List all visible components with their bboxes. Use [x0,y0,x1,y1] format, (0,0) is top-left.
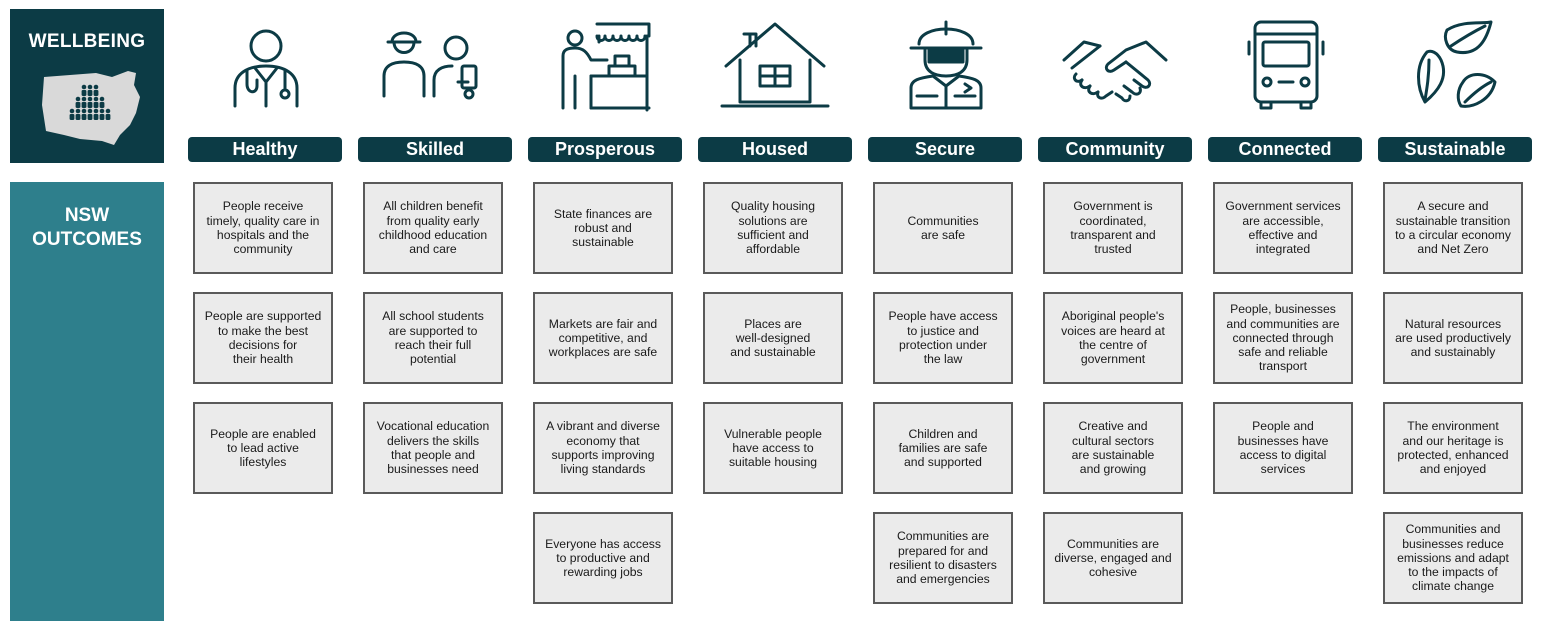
category-label-housed: Housed [698,137,852,162]
outcome-box: Government services are accessible, effe… [1213,182,1353,274]
category-label-healthy: Healthy [188,137,342,162]
outcome-text: Quality housing solutions are sufficient… [730,199,815,257]
outcome-text: All school students are supported to rea… [382,309,484,367]
column-sustainable: Sustainable A secure and sustainable tran… [1378,0,1534,627]
wellbeing-title: WELLBEING [28,31,146,52]
outcome-text: People, businesses and communities are c… [1226,302,1340,374]
outcome-box: Places are well-designed and sustainable [703,292,843,384]
outcome-text: Creative and cultural sectors are sustai… [1071,419,1155,477]
shop-icon [557,16,653,112]
outcome-text: The environment and our heritage is prot… [1397,419,1509,477]
nsw-outcomes-title: NSW OUTCOMES [32,205,142,250]
outcome-box: A vibrant and diverse economy that suppo… [533,402,673,494]
outcome-box: All children benefit from quality early … [363,182,503,274]
handshake-icon [1060,16,1170,112]
outcome-box: Government is coordinated, transparent a… [1043,182,1183,274]
outcome-box: People have access to justice and protec… [873,292,1013,384]
outcome-box: Aboriginal people's voices are heard at … [1043,292,1183,384]
outcome-box: Vocational education delivers the skills… [363,402,503,494]
outcome-box: People and businesses have access to dig… [1213,402,1353,494]
leaves-icon [1407,16,1503,112]
outcome-text: A vibrant and diverse economy that suppo… [546,419,660,477]
outcome-text: Communities are diverse, engaged and coh… [1054,536,1172,580]
outcome-text: Communities and businesses reduce emissi… [1397,522,1509,594]
outcome-text: Markets are fair and competitive, and wo… [548,316,658,360]
outcome-text: People and businesses have access to dig… [1237,419,1329,477]
outcome-text: People receive timely, quality care in h… [206,199,320,257]
outcome-text: Vulnerable people have access to suitabl… [724,426,822,470]
outcome-box: People, businesses and communities are c… [1213,292,1353,384]
outcome-text: All children benefit from quality early … [378,199,488,257]
category-label-community: Community [1038,137,1192,162]
outcome-box: A secure and sustainable transition to a… [1383,182,1523,274]
category-label-connected: Connected [1208,137,1362,162]
outcome-box: Communities are prepared for and resilie… [873,512,1013,604]
nsw-map-people-icon [40,69,140,145]
outcome-text: Natural resources are used productively … [1395,316,1511,360]
outcome-box: People receive timely, quality care in h… [193,182,333,274]
outcome-text: People are supported to make the best de… [204,309,322,367]
outcome-text: Everyone has access to productive and re… [545,536,661,580]
outcome-box: State finances are robust and sustainabl… [533,182,673,274]
outcome-box: People are enabled to lead active lifest… [193,402,333,494]
outcome-text: A secure and sustainable transition to a… [1395,199,1511,257]
outcome-text: Government is coordinated, transparent a… [1070,199,1156,257]
outcome-text: State finances are robust and sustainabl… [553,206,653,250]
outcome-box: Communities are safe [873,182,1013,274]
outcome-text: People have access to justice and protec… [888,309,998,367]
outcome-box: People are supported to make the best de… [193,292,333,384]
outcome-box: Quality housing solutions are sufficient… [703,182,843,274]
outcome-text: Places are well-designed and sustainable [730,316,816,360]
outcome-box: The environment and our heritage is prot… [1383,402,1523,494]
outcome-text: Vocational education delivers the skills… [376,419,490,477]
bus-icon [1243,16,1329,112]
nsw-outcomes-panel: NSW OUTCOMES [10,182,164,621]
outcome-text: Communities are safe [907,213,979,242]
outcome-box: All school students are supported to rea… [363,292,503,384]
outcome-box: Communities and businesses reduce emissi… [1383,512,1523,604]
outcome-box: Creative and cultural sectors are sustai… [1043,402,1183,494]
outcome-box: Markets are fair and competitive, and wo… [533,292,673,384]
worker-student-icon [378,16,490,112]
category-label-prosperous: Prosperous [528,137,682,162]
outcome-text: Government services are accessible, effe… [1225,199,1341,257]
outcome-text: Aboriginal people's voices are heard at … [1061,309,1165,367]
doctor-icon [223,16,309,112]
outcome-text: People are enabled to lead active lifest… [210,426,316,470]
outcome-text: Communities are prepared for and resilie… [889,529,997,587]
firefighter-icon [903,16,989,112]
category-label-sustainable: Sustainable [1378,137,1532,162]
category-label-skilled: Skilled [358,137,512,162]
outcome-box: Communities are diverse, engaged and coh… [1043,512,1183,604]
outcome-box: Vulnerable people have access to suitabl… [703,402,843,494]
house-icon [720,16,830,112]
outcome-box: Natural resources are used productively … [1383,292,1523,384]
wellbeing-panel: WELLBEING [10,9,164,163]
outcome-box: Everyone has access to productive and re… [533,512,673,604]
outcome-text: Children and families are safe and suppo… [898,426,988,470]
outcome-box: Children and families are safe and suppo… [873,402,1013,494]
category-label-secure: Secure [868,137,1022,162]
